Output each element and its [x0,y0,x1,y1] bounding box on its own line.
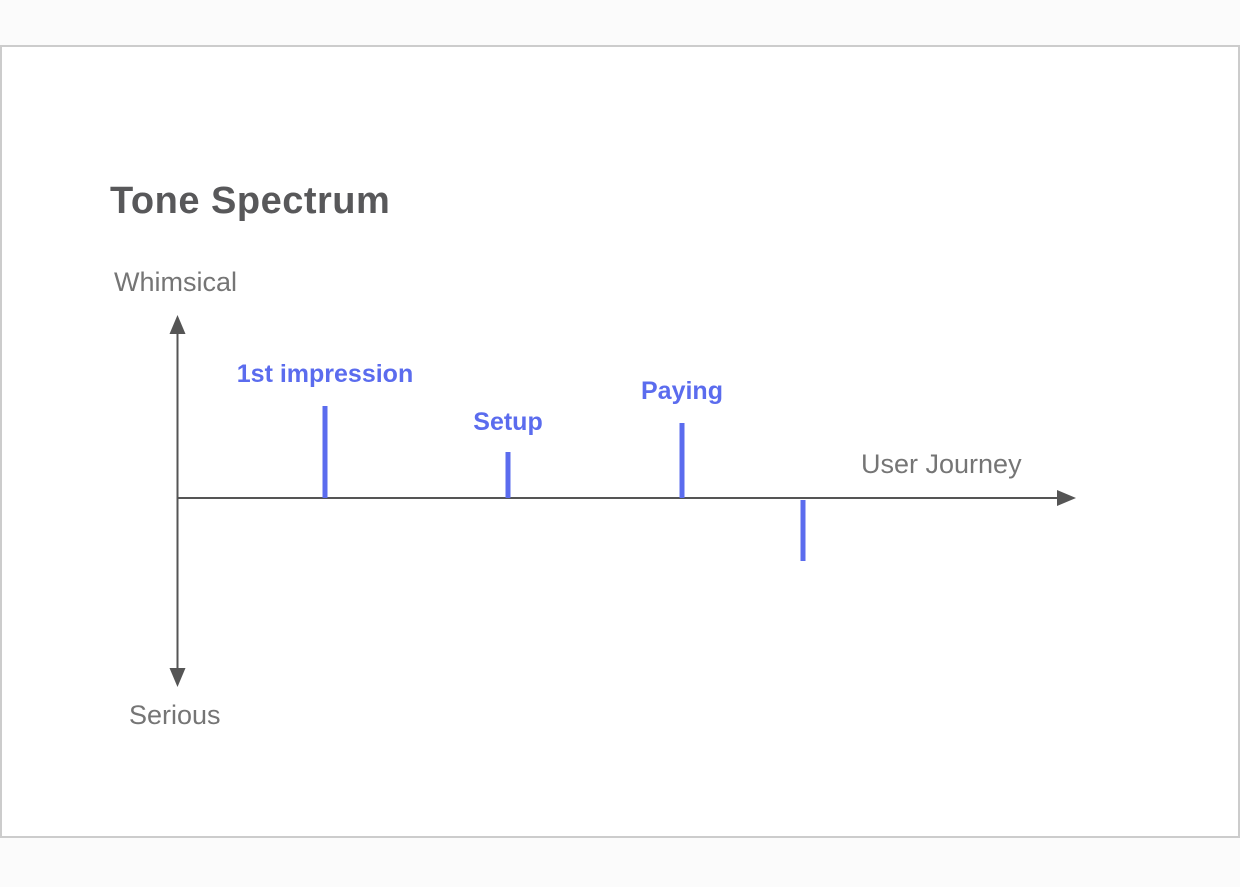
diagram-title: Tone Spectrum [110,180,391,222]
y-axis-top-label: Whimsical [114,267,238,297]
tick-label: Setup [473,408,543,436]
slide-card: Tone Spectrum [0,45,1240,838]
tick-label: 1st impression [236,360,414,388]
tick-label: Paying [641,377,723,405]
y-axis-bottom-label: Serious [129,700,221,730]
x-axis-label: User Journey [861,449,1022,479]
